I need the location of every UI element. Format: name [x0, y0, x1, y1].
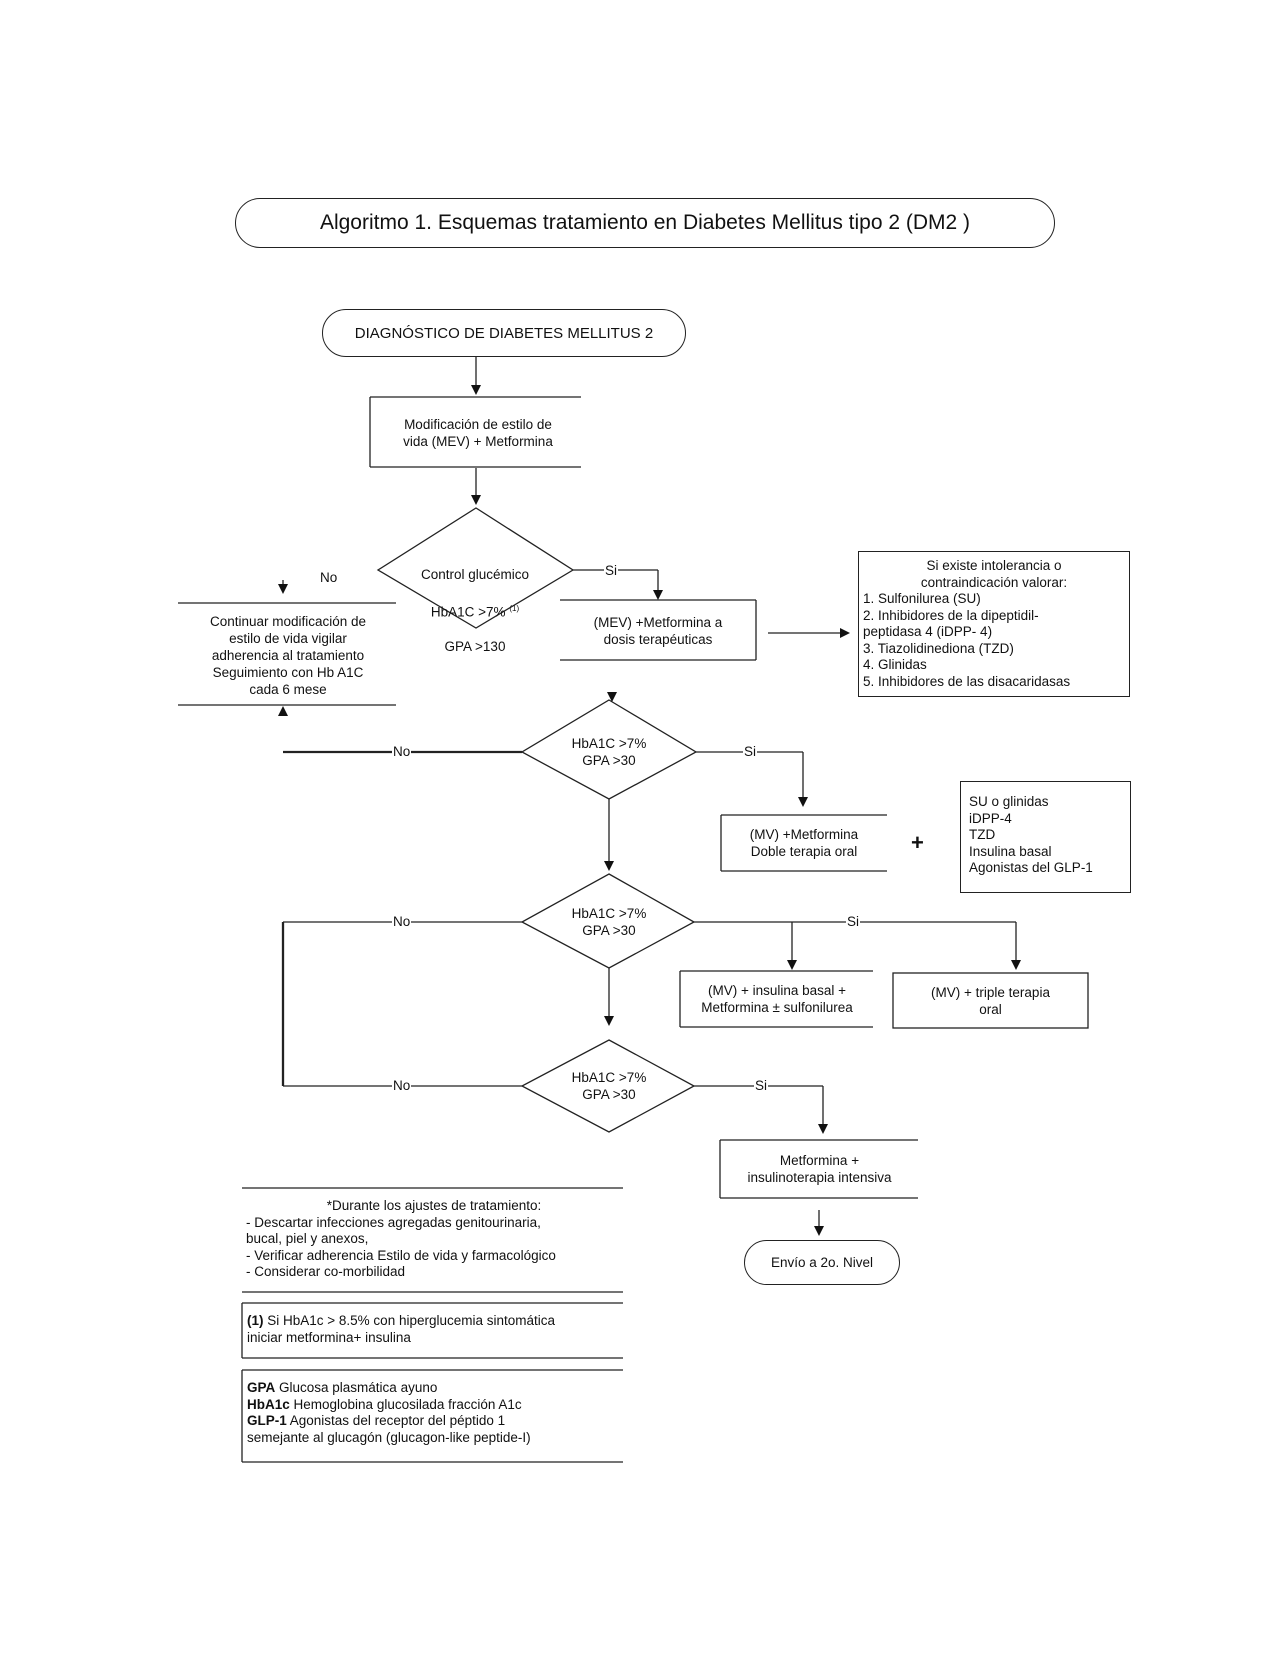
dual-option: TZD — [969, 827, 996, 842]
intolerance-item: 4. Glinidas — [863, 657, 927, 672]
decision4-yes-label: Si — [754, 1078, 769, 1093]
glossary-entry: HbA1c Hemoglobina glucosilada fracción A… — [247, 1397, 623, 1414]
decision1-line3: GPA >130 — [444, 638, 506, 654]
footnote-line2: iniciar metformina+ insulina — [247, 1329, 411, 1345]
algorithm-title: Algoritmo 1. Esquemas tratamiento en Dia… — [235, 198, 1055, 248]
decision1-no-label: No — [319, 570, 339, 585]
intolerance-header: Si existe intolerancia o contraindicació… — [920, 558, 1068, 590]
start-diagnosis: DIAGNÓSTICO DE DIABETES MELLITUS 2 — [322, 309, 686, 357]
decision1-yes-label: Si — [604, 563, 619, 578]
decision4-text: HbA1C >7% GPA >30 — [571, 1070, 647, 1102]
treatment-adjustment-notes: *Durante los ajustes de tratamiento: - D… — [246, 1198, 622, 1281]
decision3-text: HbA1C >7% GPA >30 — [571, 906, 647, 938]
footnote-line1: (1) Si HbA1c > 8.5% con hiperglucemia si… — [247, 1313, 623, 1330]
intensive-insulin-box: Metformina + insulinoterapia intensiva — [747, 1153, 892, 1185]
dual-oral-therapy-box: (MV) +Metformina Doble terapia oral — [749, 827, 859, 859]
decision-glycemic-control: Control glucémico HbA1C >7% (1) GPA >130 — [400, 549, 550, 672]
decision4-no-label: No — [392, 1078, 412, 1093]
decision2-no-label: No — [392, 744, 412, 759]
intolerance-options-box: Si existe intolerancia o contraindicació… — [858, 551, 1130, 697]
glossary-def: Glucosa plasmática ayuno — [275, 1380, 438, 1395]
intolerance-item: 3. Tiazolidinediona (TZD) — [863, 640, 1014, 656]
dual-option: Agonistas del GLP-1 — [969, 860, 1093, 875]
glossary-entry: GPA Glucosa plasmática ayuno — [247, 1380, 623, 1397]
glossary-entry: semejante al glucagón (glucagon-like pep… — [247, 1430, 623, 1447]
decision2-yes-label: Si — [743, 744, 758, 759]
glossary-term: GLP-1 — [247, 1413, 287, 1428]
intolerance-item: 1. Sulfonilurea (SU) — [863, 591, 981, 606]
glossary-entry: GLP-1 Agonistas del receptor del péptido… — [247, 1413, 623, 1430]
mev-therapeutic-dose-box: (MEV) +Metformina a dosis terapéuticas — [593, 615, 723, 647]
decision2-text: HbA1C >7% GPA >30 — [571, 736, 647, 768]
intolerance-item: 5. Inhibidores de las disacaridasas — [863, 673, 1071, 689]
footnote-box: (1) Si HbA1c > 8.5% con hiperglucemia si… — [247, 1313, 623, 1346]
plus-sign: + — [911, 830, 924, 855]
glossary-box: GPA Glucosa plasmática ayuno HbA1c Hemog… — [247, 1380, 623, 1446]
footnote-marker: (1) — [247, 1313, 264, 1328]
glossary-def: semejante al glucagón (glucagon-like pep… — [247, 1429, 531, 1445]
decision3-yes-label: Si — [846, 914, 861, 929]
dual-therapy-options-box: SU o glinidas iDPP-4 TZD Insulina basal … — [960, 781, 1131, 893]
basal-insulin-box: (MV) + insulina basal + Metformina ± sul… — [701, 983, 853, 1015]
decision1-line2: HbA1C >7% (1) — [400, 600, 550, 621]
lifestyle-metformin-box: Modificación de estilo de vida (MEV) + M… — [403, 416, 553, 449]
glossary-def: Agonistas del receptor del péptido 1 — [286, 1413, 506, 1428]
glossary-term: GPA — [247, 1380, 276, 1395]
dual-option: SU o glinidas — [969, 794, 1049, 809]
glossary-def: Hemoglobina glucosilada fracción A1c — [289, 1396, 522, 1412]
notes-line: - Verificar adherencia Estilo de vida y … — [246, 1247, 556, 1263]
decision1-hba1c: HbA1C >7% — [430, 604, 506, 620]
footnote-ref: (1) — [509, 604, 520, 613]
dual-option: Insulina basal — [969, 843, 1052, 859]
triple-therapy-box: (MV) + triple terapia oral — [931, 984, 1050, 1017]
decision1-line1: Control glucémico — [420, 567, 530, 582]
intolerance-item: peptidasa 4 (iDPP- 4) — [863, 624, 993, 639]
notes-header: *Durante los ajustes de tratamiento: — [326, 1198, 542, 1213]
glossary-term: HbA1c — [247, 1396, 290, 1412]
footnote-text1: Si HbA1c > 8.5% con hiperglucemia sintom… — [263, 1313, 556, 1328]
dual-option: iDPP-4 — [969, 810, 1012, 826]
notes-line: - Descartar infecciones agregadas genito… — [246, 1214, 541, 1230]
notes-line: - Considerar co-morbilidad — [246, 1264, 406, 1279]
intolerance-item: 2. Inhibidores de la dipeptidil- — [863, 607, 1039, 623]
decision3-no-label: No — [392, 914, 412, 929]
continue-lifestyle-box: Continuar modificación de estilo de vida… — [209, 613, 367, 697]
notes-line: bucal, piel y anexos, — [246, 1231, 369, 1246]
referral-second-level: Envío a 2o. Nivel — [744, 1240, 900, 1285]
